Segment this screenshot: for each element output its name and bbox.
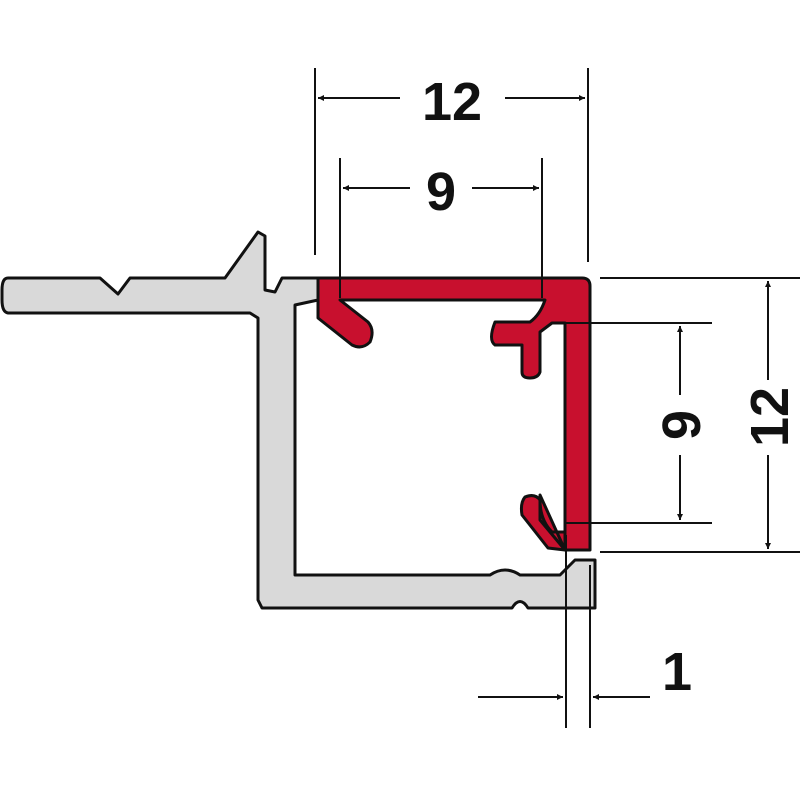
dimension-right-inner: 9 <box>652 410 712 440</box>
dimension-top-inner: 9 <box>426 162 456 222</box>
dimension-right-outer: 12 <box>740 387 800 447</box>
dimension-top-outer: 12 <box>422 72 482 132</box>
insert-profile <box>316 276 592 552</box>
dimension-lines <box>314 68 800 728</box>
dimension-wall-thickness: 1 <box>662 642 692 702</box>
